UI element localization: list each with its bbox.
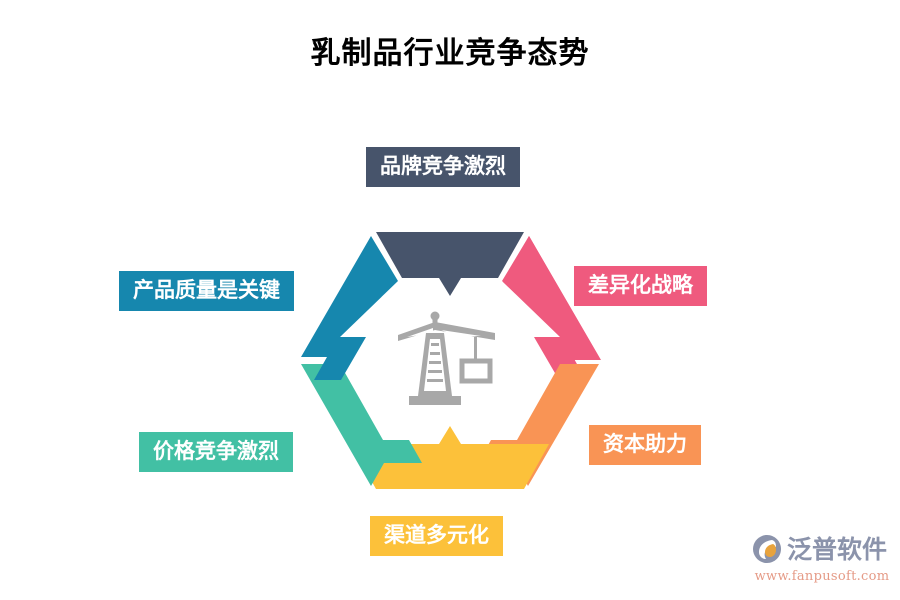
label-brand-competition[interactable]: 品牌竞争激烈 xyxy=(366,147,520,187)
segment-top[interactable] xyxy=(376,232,524,296)
segment-bottom[interactable] xyxy=(351,426,549,489)
page-title: 乳制品行业竞争态势 xyxy=(310,36,590,71)
segment-left-lower[interactable] xyxy=(301,364,422,486)
label-differentiation-strategy[interactable]: 差异化战略 xyxy=(574,266,707,306)
label-price-competition[interactable]: 价格竞争激烈 xyxy=(139,432,293,472)
label-channel-diversification[interactable]: 渠道多元化 xyxy=(370,516,503,556)
hexagon-arrow-ring xyxy=(298,228,602,492)
segment-right-upper[interactable] xyxy=(502,236,601,392)
brand-name: 泛普软件 xyxy=(787,534,888,564)
brand-row: 泛普软件 xyxy=(752,532,892,566)
label-capital-support[interactable]: 资本助力 xyxy=(589,425,701,465)
label-product-quality[interactable]: 产品质量是关键 xyxy=(119,271,294,311)
fanpu-logo-icon xyxy=(752,534,782,564)
brand-watermark: 泛普软件 www.fanpusoft.com xyxy=(752,532,892,590)
segment-left-upper[interactable] xyxy=(301,236,398,380)
crane-icon xyxy=(395,303,507,413)
brand-url: www.fanpusoft.com xyxy=(754,569,890,584)
